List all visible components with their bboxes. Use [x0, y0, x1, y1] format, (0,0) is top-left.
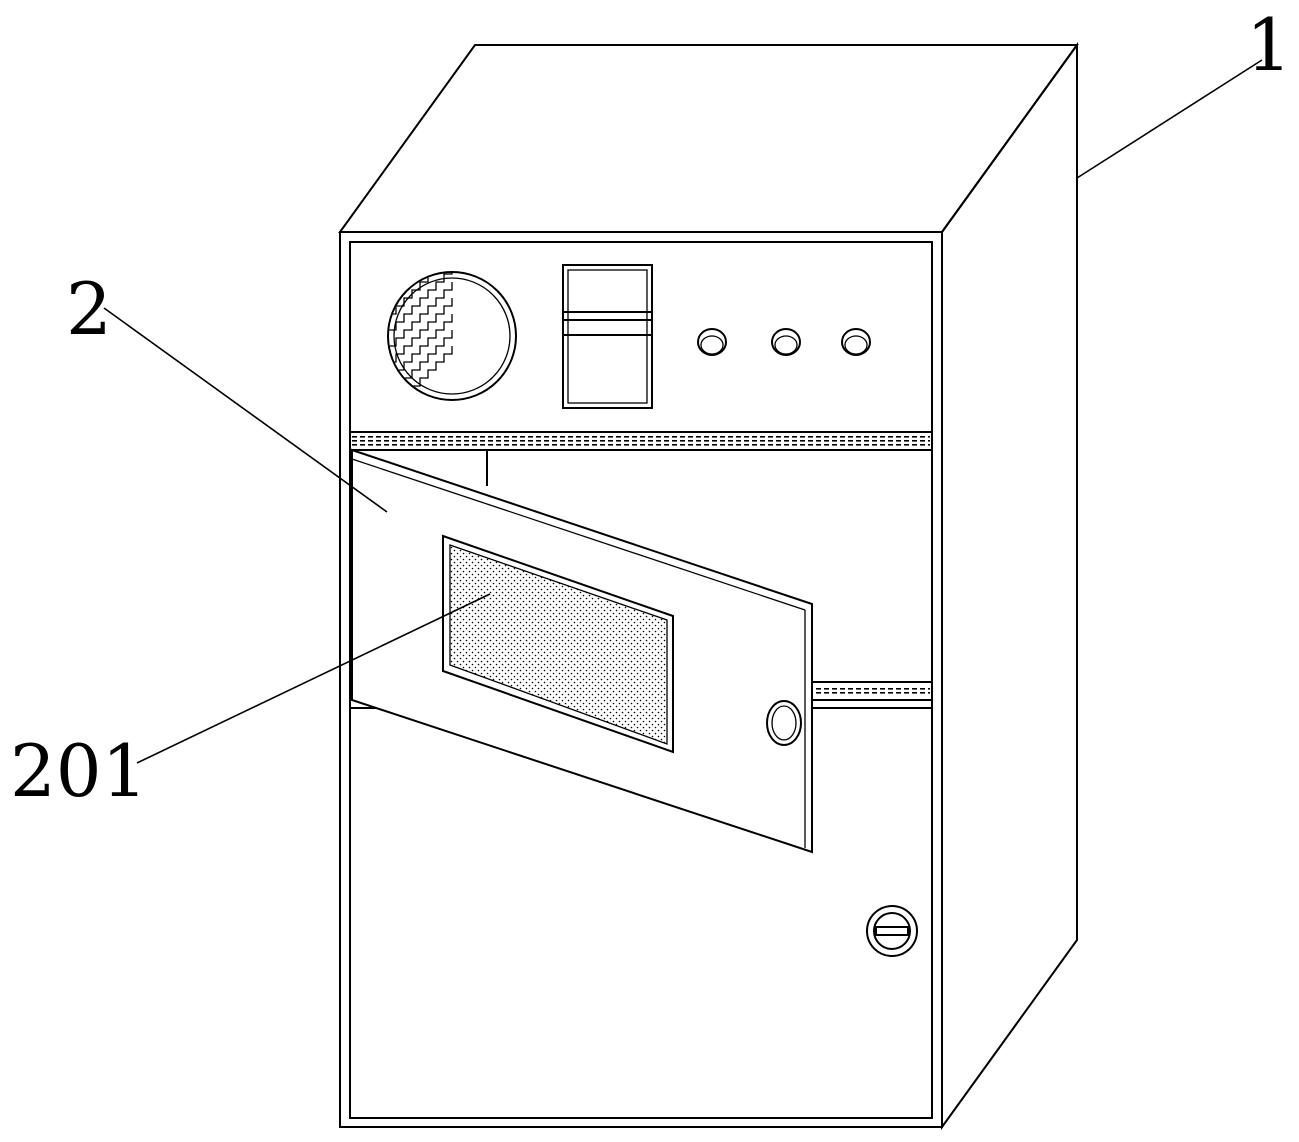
label-window: 201: [10, 729, 147, 813]
cabinet-front-inner-frame: [349, 241, 933, 1119]
leader-lines: [103, 59, 1263, 764]
display-unit: [562, 264, 653, 409]
fan-grille-zigzag: [389, 273, 453, 323]
fan-grille-zigzag: [389, 314, 453, 387]
leader-line-door: [103, 307, 388, 513]
fan-grille-zigzag: [389, 273, 453, 339]
fan-grille-zigzag: [389, 298, 453, 371]
door: [351, 448, 813, 854]
label-door: 2: [66, 267, 112, 351]
control-panel: [387, 264, 871, 409]
leader-line-cabinet: [1076, 59, 1263, 179]
door-window-glass: [449, 544, 668, 745]
fan-grille-zigzag: [389, 346, 453, 399]
fan-grille: [387, 271, 517, 401]
label-cabinet: 1: [1246, 3, 1292, 87]
leader-line-window: [136, 593, 491, 764]
control-knob-2: [771, 328, 801, 356]
fan-grille-zigzag: [389, 282, 453, 355]
door-handle: [766, 700, 802, 746]
cabinet-side: [941, 41, 1078, 1131]
cabinet-top: [338, 44, 1079, 233]
fan-grille-zigzag: [389, 330, 453, 399]
cabinet: [338, 41, 1079, 1131]
upper-rail: [350, 431, 932, 451]
door-window: [442, 534, 674, 754]
lock-icon: [866, 905, 918, 957]
control-knob-3: [841, 328, 871, 356]
cabinet-front: [339, 231, 943, 1128]
control-knob-1: [697, 328, 727, 356]
